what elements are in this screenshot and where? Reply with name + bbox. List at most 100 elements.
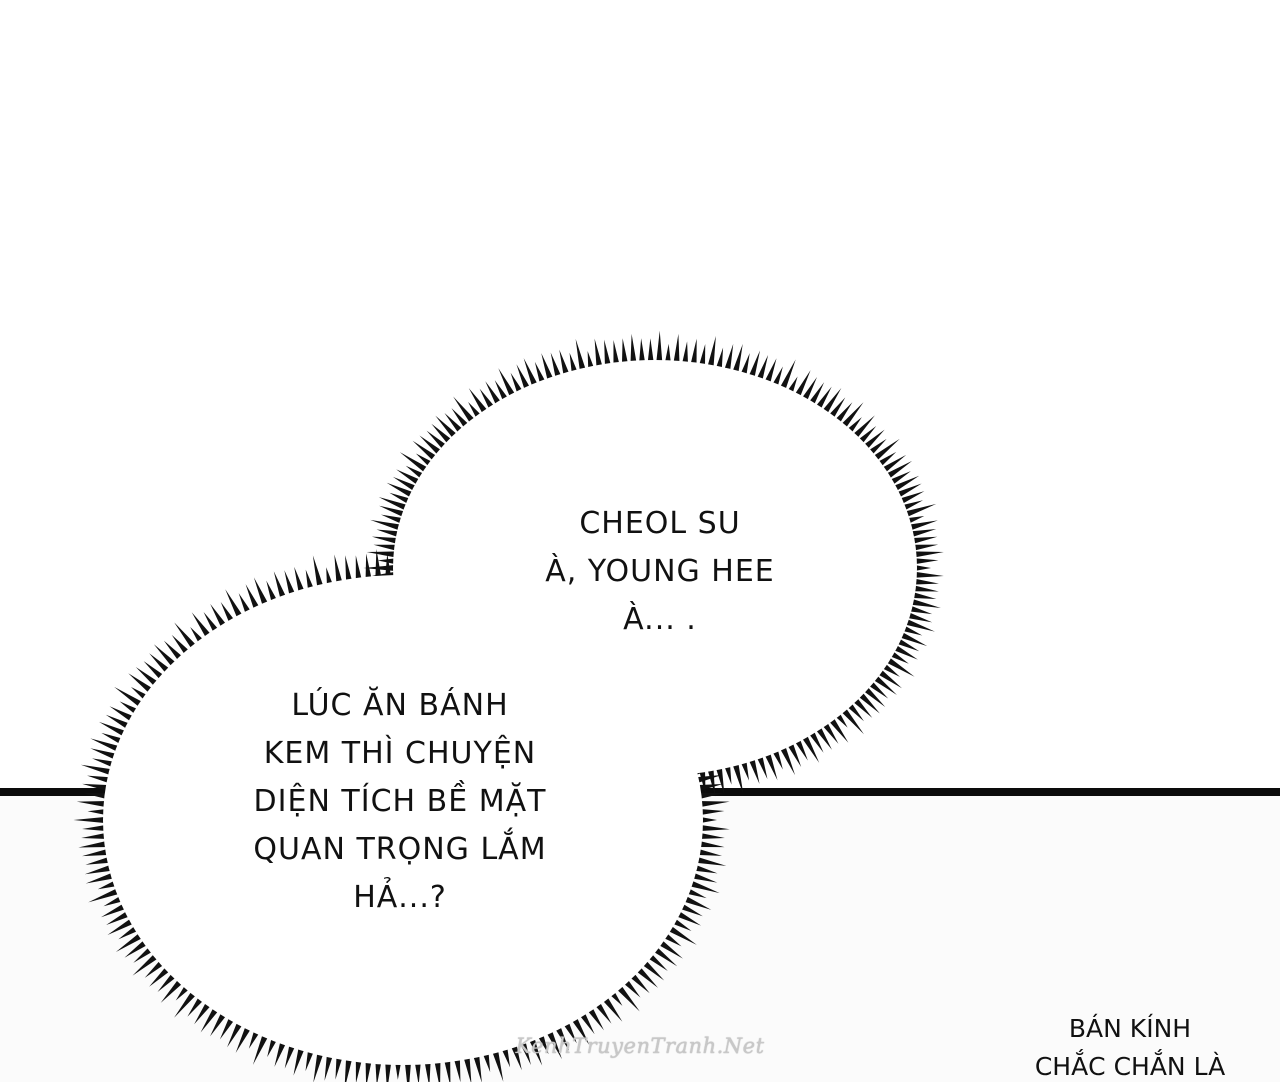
bubble-spike xyxy=(252,1032,270,1065)
bubble-spike xyxy=(786,740,802,767)
bubble-spike xyxy=(82,783,111,792)
bubble-spike xyxy=(807,382,825,407)
bubble-spike xyxy=(763,750,778,781)
speech-line: DIỆN TÍCH BỀ MẶT xyxy=(253,784,547,819)
bubble-spike xyxy=(424,1059,431,1082)
bubble-spike xyxy=(888,471,911,487)
bubble-spike xyxy=(482,1050,491,1073)
bubble-spike xyxy=(698,832,725,840)
bubble-spike xyxy=(385,553,392,580)
bubble-spike xyxy=(431,423,454,446)
bubble-spike xyxy=(911,584,939,592)
bubble-spike xyxy=(681,895,712,910)
bubble-spike xyxy=(385,1060,392,1082)
bubble-spike xyxy=(559,349,571,378)
bubble-spike xyxy=(910,536,938,545)
bubble-spike xyxy=(88,887,122,903)
bubble-spike xyxy=(908,598,941,608)
bubble-spike xyxy=(594,338,603,370)
caption-line: CHẮC CHẮN LÀ xyxy=(1034,1052,1226,1081)
bubble-spike xyxy=(827,397,846,421)
bubble-spike xyxy=(92,758,116,768)
speech-line: CHEOL SU xyxy=(579,506,741,541)
bubble-spike xyxy=(128,673,155,695)
narration-caption: BÁN KÍNH CHẮC CHẮN LÀ xyxy=(1000,1010,1260,1082)
bubble-spike xyxy=(793,370,811,399)
bubble-spike xyxy=(472,1052,482,1082)
bubble-spike xyxy=(690,338,697,367)
bubble-spike xyxy=(516,364,532,392)
bubble-spike xyxy=(443,1057,451,1082)
bubble-spike xyxy=(851,415,875,440)
bubble-spike xyxy=(640,958,665,981)
bubble-spike xyxy=(666,924,697,945)
bubble-spike xyxy=(227,1020,244,1048)
bubble-spike xyxy=(673,333,680,365)
speech-line: HẢ...? xyxy=(353,880,447,915)
bubble-spike xyxy=(498,368,517,399)
bubble-spike xyxy=(739,353,750,378)
speech-line: KEM THÌ CHUYỆN xyxy=(263,736,537,771)
bubble-spike xyxy=(376,529,402,538)
bubble-spike xyxy=(897,631,928,647)
caption-line: BÁN KÍNH xyxy=(1068,1014,1192,1043)
bubble-spike xyxy=(912,571,944,578)
bubble-spike xyxy=(651,945,678,967)
bubble-spike xyxy=(578,1010,595,1035)
bubble-spike xyxy=(124,938,150,958)
bubble-spike xyxy=(839,706,864,735)
bubble-spike xyxy=(903,503,937,518)
bubble-spike xyxy=(78,840,109,848)
bubble-spike xyxy=(613,339,620,367)
bubble-spike xyxy=(463,1054,472,1082)
bubble-spike xyxy=(253,577,270,608)
bubble-spike xyxy=(313,1050,324,1082)
bubble-spike xyxy=(715,765,725,796)
bubble-spike xyxy=(707,766,716,797)
bubble-spike xyxy=(628,971,650,994)
bubble-spike xyxy=(541,353,555,383)
bubble-spike xyxy=(85,872,116,884)
bubble-spike xyxy=(194,1000,213,1025)
bubble-spike xyxy=(412,440,439,463)
bubble-spike xyxy=(601,995,623,1022)
bubble-spike xyxy=(656,938,683,959)
bubble-spike xyxy=(491,1048,504,1082)
bubble-spike xyxy=(678,902,703,917)
bubble-spike xyxy=(191,612,213,640)
bubble-spike xyxy=(884,656,915,677)
bubble-spike xyxy=(225,589,244,620)
bubble-spike xyxy=(861,685,886,707)
bubble-spike xyxy=(105,714,132,730)
bubble-spike xyxy=(821,720,839,744)
bubble-spike xyxy=(435,415,459,440)
bubble-spike xyxy=(731,343,743,375)
bubble-spike xyxy=(80,764,114,776)
speech-bubble-bottom-text: LÚC ĂN BÁNH KEM THÌ CHUYỆN DIỆN TÍCH BỀ … xyxy=(208,682,592,922)
bubble-spike xyxy=(84,864,114,875)
bubble-spike xyxy=(366,551,398,558)
bubble-spike xyxy=(160,977,185,1003)
bubble-spike xyxy=(570,1015,590,1046)
bubble-spike xyxy=(519,1039,531,1065)
bubble-spike xyxy=(554,1024,570,1051)
bubble-spike xyxy=(634,965,659,988)
bubble-spike xyxy=(273,571,287,601)
bubble-spike xyxy=(908,528,937,538)
bubble-spike xyxy=(245,584,261,612)
bubble-spike xyxy=(698,800,730,808)
bubble-spike xyxy=(305,1048,315,1072)
bubble-spike xyxy=(880,454,907,474)
bubble-spike xyxy=(335,1054,343,1080)
bubble-spike xyxy=(907,604,933,615)
bubble-spike xyxy=(897,491,925,505)
bubble-spike xyxy=(396,469,422,487)
bubble-spike xyxy=(344,1056,353,1082)
bubble-spike xyxy=(274,1039,287,1067)
bubble-spike xyxy=(638,338,646,365)
bubble-lobe xyxy=(103,575,703,1065)
bubble-spike xyxy=(593,1000,612,1024)
bubble-spike xyxy=(575,338,587,373)
bubble-spike xyxy=(210,603,228,630)
bubble-spike xyxy=(510,1042,522,1071)
